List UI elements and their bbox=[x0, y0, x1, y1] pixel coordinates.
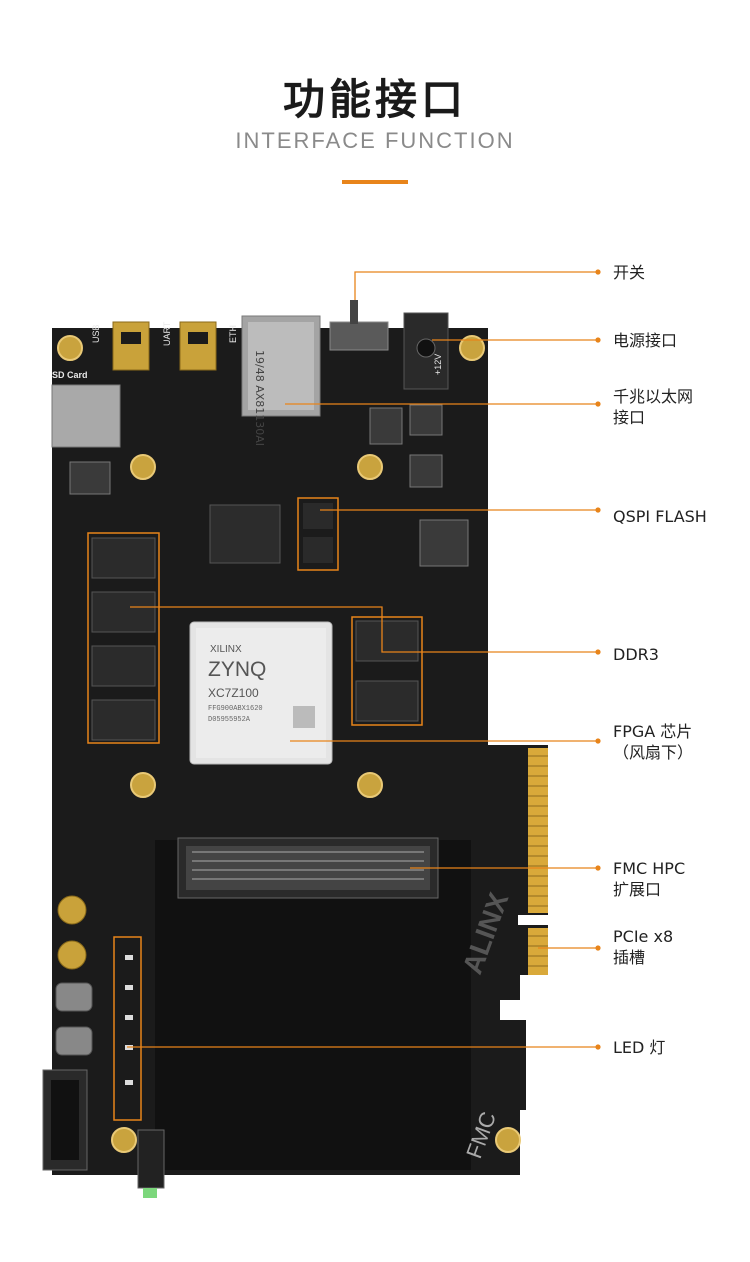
silk-uart: UART bbox=[162, 321, 172, 346]
pcie-fingers-lower bbox=[528, 928, 548, 975]
misc-chip bbox=[209, 504, 281, 564]
sd-card-slot bbox=[51, 384, 121, 448]
callout-label-switch: 开关 bbox=[613, 263, 646, 282]
callout-dots bbox=[595, 269, 601, 1050]
fpga-family: ZYNQ bbox=[208, 658, 266, 681]
fmc-pin-rows bbox=[192, 851, 424, 880]
ddr-group-left bbox=[87, 532, 160, 744]
callout-label-qspi-flash: QSPI FLASH bbox=[613, 507, 707, 526]
silk-12v: +12V bbox=[433, 354, 443, 375]
push-buttons bbox=[55, 982, 93, 1056]
fpga-brand: XILINX bbox=[210, 644, 242, 655]
pcie-finger-lines bbox=[528, 755, 548, 967]
callout-label-power-port: 电源接口 bbox=[613, 331, 678, 350]
callout-line-ddr3 bbox=[130, 606, 598, 653]
page-title: 功能接口 bbox=[282, 75, 467, 124]
fpga-line2: D05955952A bbox=[208, 716, 251, 724]
ethernet-jack-text1: 19/48 AX81130AI bbox=[253, 350, 266, 446]
sma-connectors bbox=[57, 895, 87, 970]
callout-label-fmc-hpc: FMC HPC 扩展口 bbox=[613, 859, 686, 899]
callout-label-ddr3: DDR3 bbox=[613, 645, 659, 664]
ddr-chips-left bbox=[91, 537, 156, 741]
ddr-group-right bbox=[351, 616, 423, 726]
power-modules bbox=[69, 404, 469, 567]
silk-eth: ETH bbox=[228, 325, 238, 343]
fpga-model: XC7Z100 bbox=[208, 686, 259, 700]
usb-connector bbox=[112, 321, 150, 371]
uart-connector bbox=[179, 321, 217, 371]
page-subtitle: INTERFACE FUNCTION bbox=[235, 128, 515, 153]
fpga-qr-code bbox=[293, 706, 315, 728]
qspi-flash-chip bbox=[297, 497, 339, 571]
callout-label-fpga: FPGA 芯片 （风扇下） bbox=[613, 722, 694, 762]
callout-line-switch bbox=[354, 271, 598, 300]
callout-label-led: LED 灯 bbox=[613, 1038, 666, 1057]
ddr-chips-right bbox=[355, 620, 419, 722]
pcie-fingers-upper bbox=[528, 748, 548, 913]
power-switch bbox=[329, 321, 389, 351]
fan-header bbox=[137, 1129, 165, 1189]
silk-sd-card: SD Card bbox=[52, 370, 88, 380]
callout-label-pcie: PCIe x8 插槽 bbox=[613, 927, 674, 967]
led-group bbox=[113, 936, 142, 1121]
silk-usb: USB bbox=[91, 324, 101, 343]
fpga-line1: FFG900ABX1620 bbox=[208, 705, 263, 713]
mounting-holes bbox=[57, 335, 521, 1153]
callout-label-ethernet: 千兆以太网 接口 bbox=[613, 387, 694, 427]
title-accent-bar bbox=[342, 180, 408, 184]
callout-lines bbox=[127, 271, 598, 1048]
